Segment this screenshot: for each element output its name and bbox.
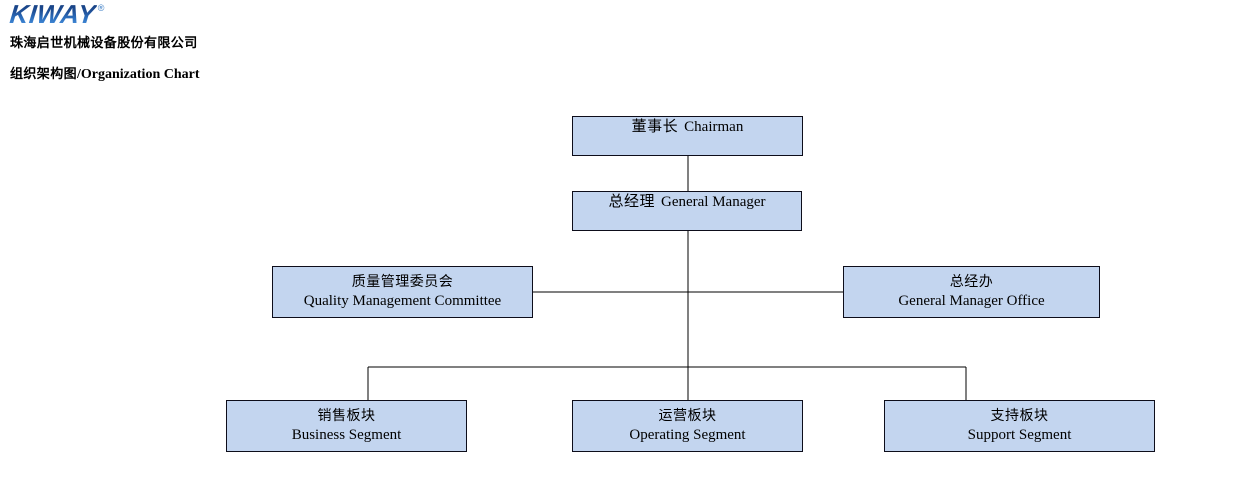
org-node-operating-segment-label-en: Operating Segment xyxy=(629,427,746,443)
org-node-general-manager[interactable]: 总经理 General Manager xyxy=(572,191,802,231)
org-node-quality-management-committee-label-en: Quality Management Committee xyxy=(303,293,502,309)
registered-trademark-icon: ® xyxy=(97,3,105,13)
org-node-quality-management-committee[interactable]: 质量管理委员会 Quality Management Committee xyxy=(272,266,533,318)
org-node-general-manager-office[interactable]: 总经办 General Manager Office xyxy=(843,266,1100,318)
page-title-separator: / xyxy=(77,67,81,82)
org-node-business-segment[interactable]: 销售板块 Business Segment xyxy=(226,400,467,452)
page-title-cn: 组织架构图 xyxy=(10,67,78,82)
page-title-en: Organization Chart xyxy=(80,67,200,82)
org-node-chairman-label-en: Chairman xyxy=(684,119,744,135)
org-node-operating-segment[interactable]: 运营板块 Operating Segment xyxy=(572,400,803,452)
kiway-logo: KIWAY ® xyxy=(8,0,105,29)
org-node-general-manager-office-label-cn: 总经办 xyxy=(949,274,994,290)
org-node-general-manager-label-cn: 总经理 xyxy=(608,192,655,210)
org-node-general-manager-label-en: General Manager xyxy=(660,194,766,210)
org-node-business-segment-label-en: Business Segment xyxy=(291,427,402,443)
page-title: 组织架构图/Organization Chart xyxy=(10,63,200,83)
company-name: 珠海启世机械设备股份有限公司 xyxy=(10,36,198,51)
org-node-general-manager-office-label-en: General Manager Office xyxy=(898,293,1045,309)
org-node-business-segment-label-cn: 销售板块 xyxy=(317,408,376,424)
org-node-quality-management-committee-label-cn: 质量管理委员会 xyxy=(351,274,454,290)
org-node-operating-segment-label-cn: 运营板块 xyxy=(658,408,717,424)
page-header: KIWAY ® 珠海启世机械设备股份有限公司 组织架构图/Organizatio… xyxy=(0,0,1253,95)
org-node-chairman-label-cn: 董事长 xyxy=(631,117,679,135)
org-node-support-segment-label-cn: 支持板块 xyxy=(990,408,1049,424)
org-node-support-segment-label-en: Support Segment xyxy=(967,427,1072,443)
org-node-support-segment[interactable]: 支持板块 Support Segment xyxy=(884,400,1155,452)
org-node-chairman[interactable]: 董事长 Chairman xyxy=(572,116,803,156)
